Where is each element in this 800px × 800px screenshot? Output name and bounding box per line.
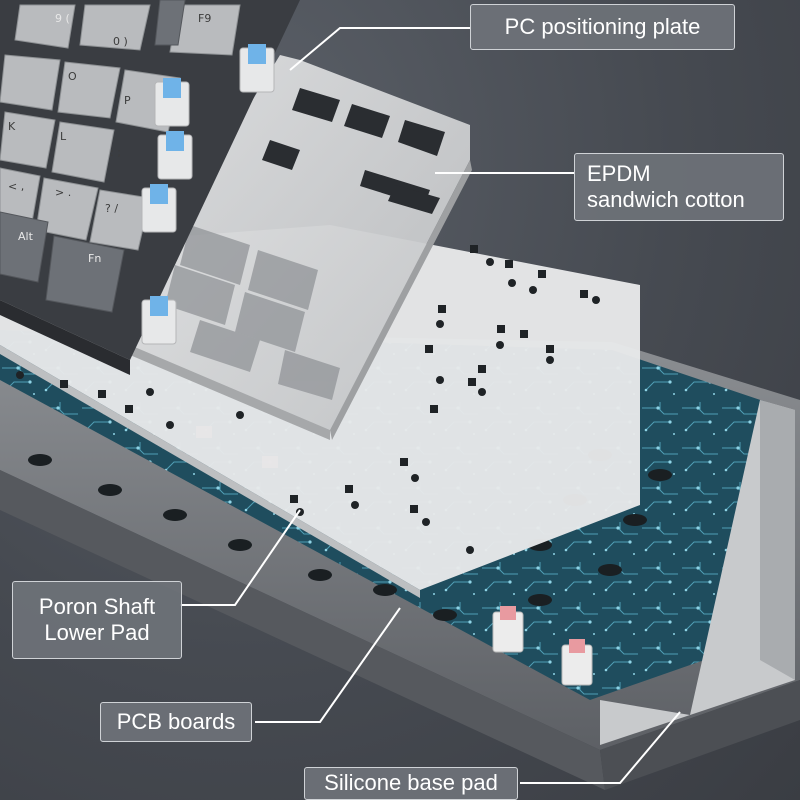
silicone-base-pad (600, 400, 795, 745)
callout-pc-positioning-plate: PC positioning plate (470, 4, 735, 50)
keycap-p: P (124, 94, 131, 107)
keycap-o: O (68, 70, 77, 83)
callout-leader-lines (180, 27, 681, 784)
callout-pc-positioning-plate-text: PC positioning plate (504, 13, 701, 39)
keycap-assembly: F9 Alt Fn 9 ( 0 ) O P L K : ; ? / < , > … (0, 0, 300, 375)
keycap-semicolon: : ; (110, 146, 121, 159)
pc-positioning-plate (130, 55, 472, 440)
callout-epdm-text: EPDM sandwich cotton (587, 160, 745, 212)
keycap-alt: Alt (18, 230, 34, 243)
callout-silicone-base-pad: Silicone base pad (304, 767, 518, 800)
callout-poron-shaft-lower-pad: Poron Shaft Lower Pad (12, 581, 182, 659)
keycap-f9: F9 (198, 12, 211, 25)
blue-switches (141, 44, 275, 345)
callout-pcb-text: PCB boards (116, 708, 236, 734)
keycap-9: 9 ( (55, 12, 70, 25)
callout-epdm-sandwich-cotton: EPDM sandwich cotton (574, 153, 784, 221)
keycap-comma: < , (8, 180, 24, 193)
keycap-k: K (8, 120, 16, 133)
keycap-fn: Fn (88, 252, 101, 265)
keycap-period: > . (55, 186, 71, 199)
callout-pcb-boards: PCB boards (100, 702, 252, 742)
keycap-0: 0 ) (113, 35, 128, 48)
callout-silicone-text: Silicone base pad (324, 770, 498, 796)
callout-poron-text: Poron Shaft Lower Pad (38, 593, 156, 645)
keycap-l: L (60, 130, 67, 143)
keycap-slash: ? / (105, 202, 118, 215)
